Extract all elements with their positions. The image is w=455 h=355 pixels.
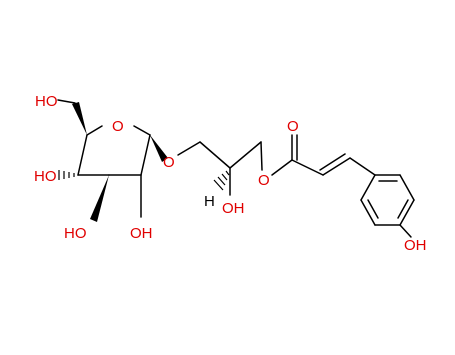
bond-ch2-ch [199,141,231,169]
bond-ch-ch2b [229,141,262,169]
bond-ca-cb-2 [319,153,346,171]
bond-c1-c2 [140,134,151,176]
bond-oester-cco [271,159,293,176]
label-ho-c4: HO [34,168,57,185]
bond-cco-ca [291,159,324,176]
label-ester-o: O [258,172,270,189]
label-ho-ch2: HO [35,93,58,110]
bond-c4-c5 [77,134,88,176]
bond-c6-ho [57,99,76,104]
bond-ch2b-oester [260,141,263,171]
label-h-glycerol: H [204,193,215,210]
label-ho-c3: HO [64,225,87,242]
label-oh-c2: OH [130,225,153,242]
bond-ca-cb-1 [322,157,351,176]
wedge-c3-ho [90,175,109,222]
label-oh-phenol: OH [404,237,427,254]
wedge-c5-c6 [72,102,87,135]
bond-c5-ringo [86,125,103,136]
bond-oglyco-ch2 [177,141,201,156]
label-carbonyl-o: O [287,118,299,135]
label-oh-glycerol: OH [222,200,245,217]
benzene-ring [360,174,415,226]
bond-ringo-c1 [133,125,151,136]
label-glyco-o: O [163,154,175,171]
wedge-c1-oglyco [150,135,168,162]
hash-ch-h [213,170,230,191]
hash-c4-ho [58,170,75,180]
bond-cb-ar1 [349,157,376,176]
label-ring-o: O [112,118,124,135]
bond-ar4-oh [399,224,412,238]
